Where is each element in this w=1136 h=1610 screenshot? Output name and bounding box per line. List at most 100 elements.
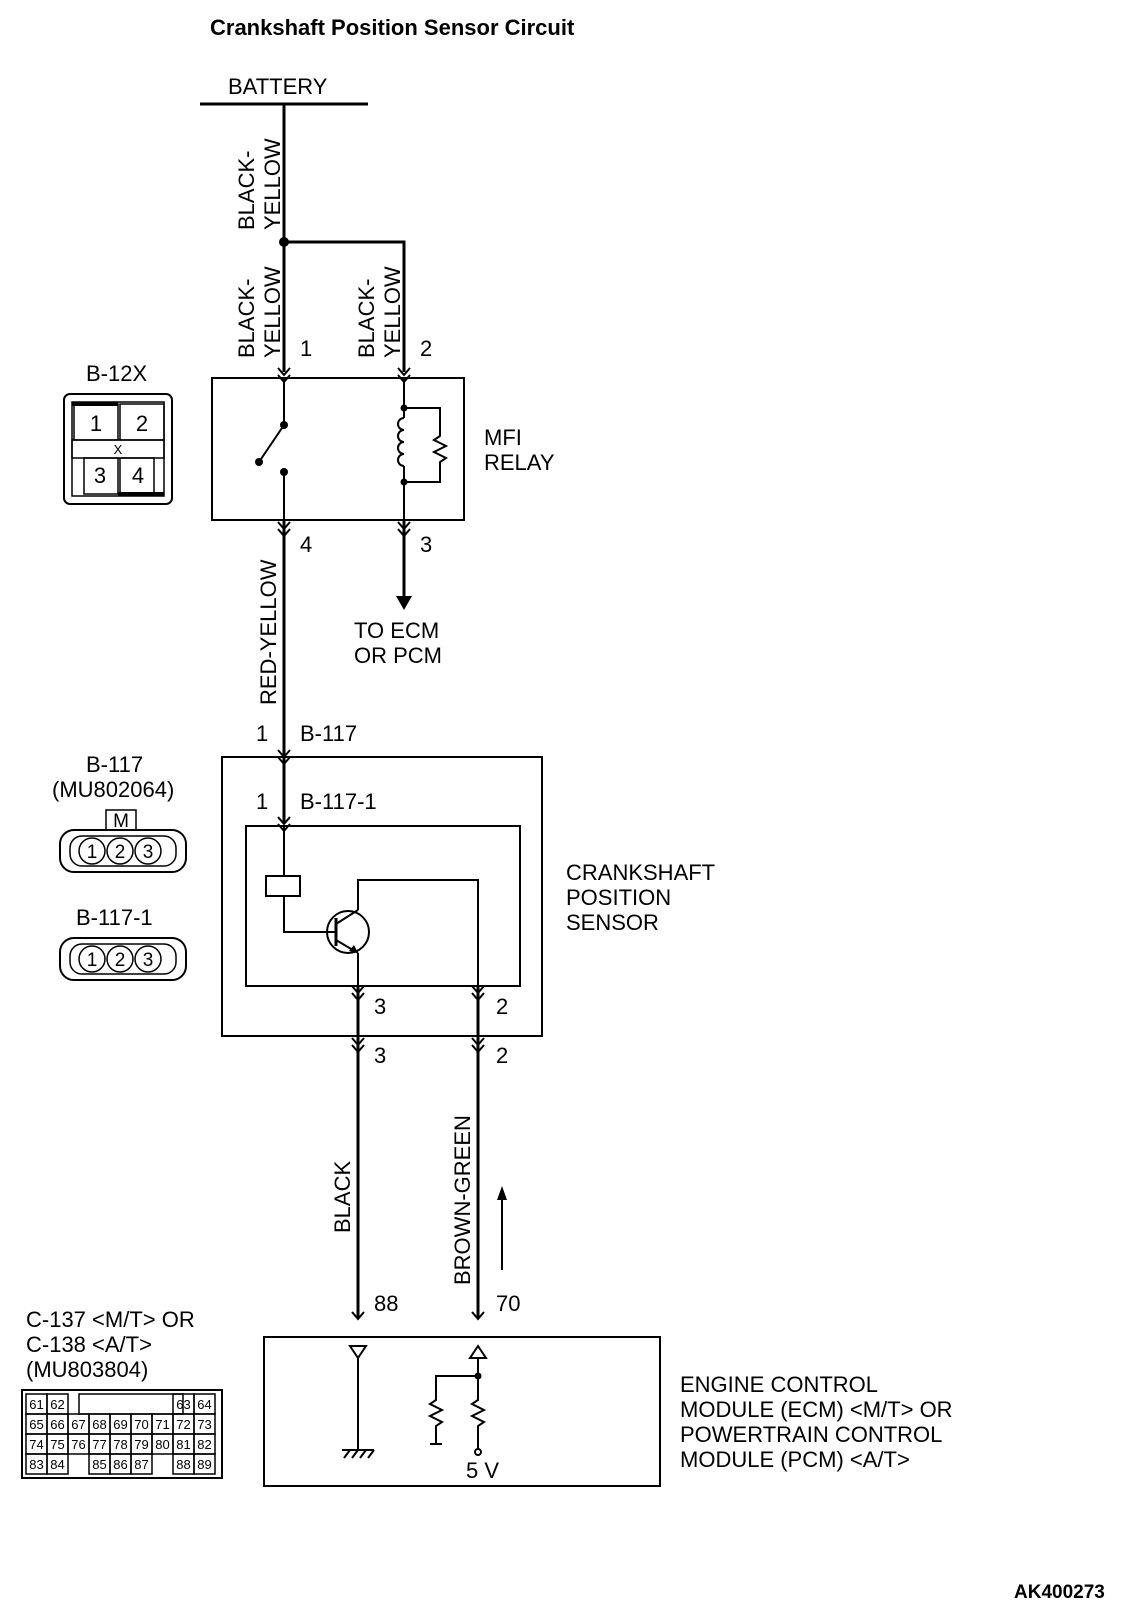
ecm-connector-pin-number: 71 — [155, 1417, 169, 1432]
relay-name-line2: RELAY — [484, 450, 555, 475]
b117-1-cavity-2 — [106, 945, 134, 973]
relay-connector-cavity — [83, 457, 119, 495]
ecm-name-line3: POWERTRAIN CONTROL — [680, 1422, 942, 1447]
ecm-connector-pin-number: 86 — [113, 1457, 127, 1472]
svg-text:RED-YELLOW: RED-YELLOW — [256, 559, 281, 705]
ecm-connector-pin-number: 65 — [29, 1417, 43, 1432]
b117-connector-key-mark: M — [113, 811, 129, 832]
ecm-pin-88: 88 — [374, 1291, 398, 1316]
ecm-connector-pin-number: 68 — [92, 1417, 106, 1432]
ecm-connector-pin-number: 85 — [92, 1457, 106, 1472]
sensor-outer-connector-label: B-117 — [300, 721, 357, 746]
ecm-connector-pin-number: 62 — [50, 1397, 64, 1412]
ecm-connector-pin-number: 78 — [113, 1437, 127, 1452]
ecm-connector-pin-number: 66 — [50, 1417, 64, 1432]
b117-connector-inner — [69, 835, 177, 867]
sensor-transistor — [326, 910, 370, 954]
ecm-connector-pin-number: 77 — [92, 1437, 106, 1452]
sensor-pickup-element — [265, 875, 301, 897]
ecm-name-line1: ENGINE CONTROL — [680, 1372, 878, 1397]
sensor-outer-pin-2: 2 — [496, 1043, 508, 1068]
svg-text:BLACK-: BLACK- — [234, 151, 259, 230]
ecm-connector-pin-number: 67 — [71, 1417, 85, 1432]
ecm-connector-pin-number: 72 — [176, 1417, 190, 1432]
b117-cavity-2-number: 2 — [115, 842, 126, 863]
ecm-connector-pin-number: 84 — [50, 1457, 64, 1472]
b117-1-connector-label: B-117-1 — [76, 905, 153, 930]
relay-pin-2: 2 — [420, 336, 432, 361]
footer-code: AK400273 — [1014, 1582, 1105, 1603]
svg-text:BLACK-: BLACK- — [234, 279, 259, 358]
b117-part-number: (MU802064) — [52, 777, 174, 802]
sensor-outer-pin-1: 1 — [256, 721, 268, 746]
b117-cavity-1-number: 1 — [87, 842, 98, 863]
ecm-connector-pin-number: 75 — [50, 1437, 64, 1452]
mfi-relay-box — [211, 377, 465, 521]
ecm-connector-outline — [21, 1389, 223, 1479]
ecm-pullup-resistor — [469, 1376, 487, 1450]
to-ecm-line2: OR PCM — [354, 643, 442, 668]
battery-wire-label: BLACK- YELLOW — [234, 138, 285, 230]
relay-coil — [397, 417, 405, 467]
ecm-signal-input — [468, 1344, 488, 1359]
ecm-connector-pin-number: 88 — [176, 1457, 190, 1472]
ecm-name-line2: MODULE (ECM) <M/T> OR — [680, 1397, 953, 1422]
svg-text:YELLOW: YELLOW — [260, 138, 285, 230]
relay-connector-cavity-4: 4 — [132, 463, 144, 488]
diagram-title: Crankshaft Position Sensor Circuit — [210, 15, 575, 40]
ecm-connector-pin-number: 81 — [176, 1437, 190, 1452]
sensor-base-lead — [283, 896, 336, 933]
b117-cavity-2 — [106, 837, 134, 865]
sensor-name-line2: POSITION — [566, 885, 671, 910]
ecm-connector-cavity — [46, 1453, 69, 1475]
ecm-connector-label-line2: C-138 <A/T> — [26, 1332, 152, 1357]
b117-1-connector-inner — [69, 943, 177, 975]
relay-pin2-wire-label: BLACK- YELLOW — [354, 266, 405, 358]
ground-icon — [343, 1449, 351, 1459]
svg-text:BLACK-: BLACK- — [354, 279, 379, 358]
ecm-name-line4: MODULE (PCM) <A/T> — [680, 1447, 910, 1472]
ecm-connector-key — [78, 1393, 184, 1415]
relay-connector-x-mark: X — [114, 442, 123, 457]
relay-connector-mark — [397, 367, 411, 377]
ecm-connector-pin-number: 70 — [134, 1417, 148, 1432]
ecm-connector-cavity — [193, 1453, 216, 1475]
ecm-connector-pin-number: 87 — [134, 1457, 148, 1472]
battery-label: BATTERY — [228, 74, 328, 99]
relay-pin-3: 3 — [420, 532, 432, 557]
ecm-connector-label-line3: (MU803804) — [26, 1357, 148, 1382]
ecm-connector-pin-number: 61 — [29, 1397, 43, 1412]
ecm-connector-pin-number: 64 — [197, 1397, 211, 1412]
brown-green-wire-label: BROWN-GREEN — [450, 1115, 475, 1285]
b117-connector-body — [59, 829, 187, 873]
relay-pin-1: 1 — [300, 336, 312, 361]
ecm-connector-mark — [471, 1311, 485, 1321]
transistor-collector — [335, 909, 359, 925]
ecm-connector-pin-number: 82 — [197, 1437, 211, 1452]
b117-1-cavity-1-number: 1 — [87, 950, 98, 971]
relay-pin1-wire-label: BLACK- YELLOW — [234, 266, 285, 358]
relay-resistor — [404, 407, 449, 483]
ecm-pin-70: 70 — [496, 1291, 520, 1316]
sensor-name-line1: CRANKSHAFT — [566, 860, 715, 885]
b117-connector-label: B-117 — [86, 752, 143, 777]
sensor-inner-box — [245, 825, 521, 987]
sensor-inner-pin-3: 3 — [374, 994, 386, 1019]
black-wire-label: BLACK — [330, 1161, 355, 1233]
ecm-connector-mark — [351, 1311, 365, 1321]
relay-connector-outline — [63, 393, 173, 505]
ground-icon — [351, 1449, 359, 1459]
ecm-5v-terminal — [474, 1448, 482, 1456]
ecm-box — [263, 1336, 661, 1487]
sensor-name-line3: SENSOR — [566, 910, 659, 935]
b117-cavity-3-number: 3 — [143, 842, 154, 863]
sensor-collector-lead — [357, 879, 479, 986]
sensor-connector-mark — [277, 816, 291, 826]
relay-name-line1: MFI — [484, 425, 522, 450]
ecm-connector-pin-number: 76 — [71, 1437, 85, 1452]
b117-cavity-1 — [78, 837, 106, 865]
relay-pin-4: 4 — [300, 532, 312, 557]
ground-icon — [359, 1449, 367, 1459]
relay-switch-arm — [258, 424, 285, 463]
